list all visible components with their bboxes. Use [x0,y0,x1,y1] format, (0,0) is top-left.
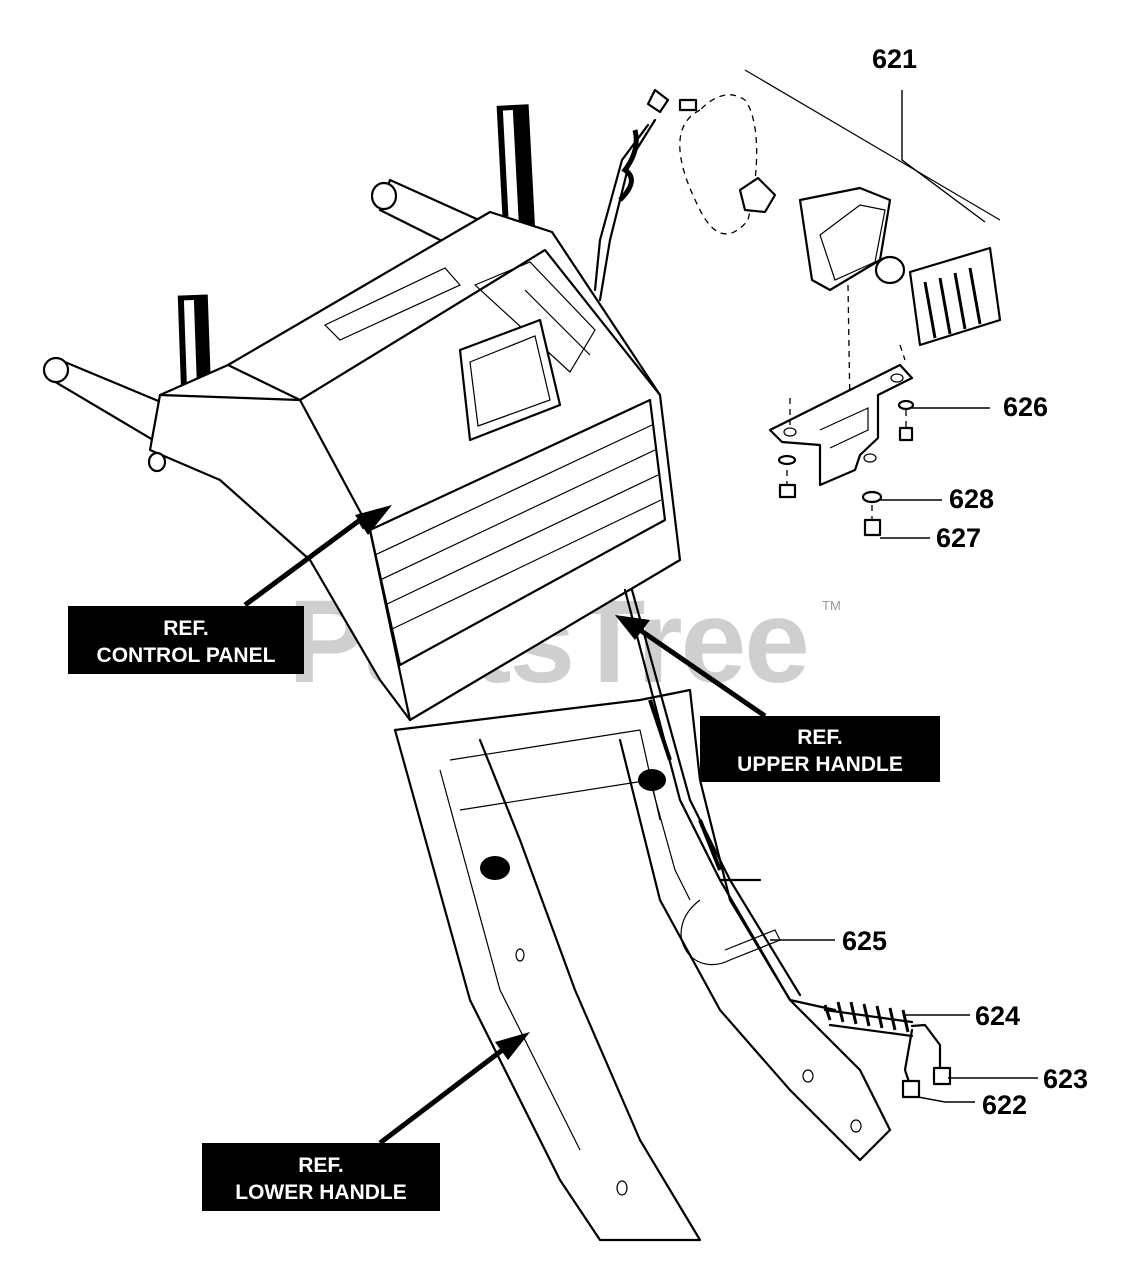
part-label-621: 621 [872,44,917,74]
wire-harness-drawing [593,88,837,1012]
part-label-624: 624 [975,1001,1020,1031]
part-label-623: 623 [1043,1064,1088,1094]
handle-knob-icon [638,769,666,791]
part-number-labels: 621 626 628 627 625 624 623 622 [842,44,1088,1120]
ref-lower-handle-line1: REF. [298,1154,344,1177]
ref-lower-handle-callout: REF. LOWER HANDLE [202,1032,530,1211]
handle-knob-icon [480,856,510,880]
watermark-trademark: TM [822,598,841,613]
bulb-socket-icon [738,176,777,214]
headlight-assembly-drawing [679,69,1002,411]
lamp-bulb-icon [874,255,906,285]
ref-control-panel-line2: CONTROL PANEL [97,644,276,667]
upper-handle-drawing [393,688,892,1162]
coil-spring-drawing [823,1001,952,1099]
washer-icon [897,399,915,411]
ref-control-panel-line1: REF. [163,617,209,640]
ref-upper-handle-line1: REF. [797,726,843,749]
terminal-connector-icon [901,1079,921,1099]
leader-lines [770,90,1038,1103]
ref-lower-handle-line2: LOWER HANDLE [235,1181,407,1204]
headlight-lens-icon [908,246,1002,347]
part-label-628: 628 [949,484,994,514]
part-label-622: 622 [982,1090,1027,1120]
mounting-bracket-drawing [768,363,915,537]
part-label-627: 627 [936,523,981,553]
washer-icon [777,454,797,466]
part-label-625: 625 [842,926,887,956]
ref-upper-handle-line2: UPPER HANDLE [737,753,903,776]
lower-handle-drawing [393,728,702,1242]
control-panel-drawing [147,210,682,722]
part-label-626: 626 [1003,392,1048,422]
terminal-connector-icon [932,1066,952,1086]
ref-upper-handle-callout: REF. UPPER HANDLE [615,615,940,782]
ref-control-panel-callout: REF. CONTROL PANEL [68,505,392,674]
washer-icon [861,490,883,504]
